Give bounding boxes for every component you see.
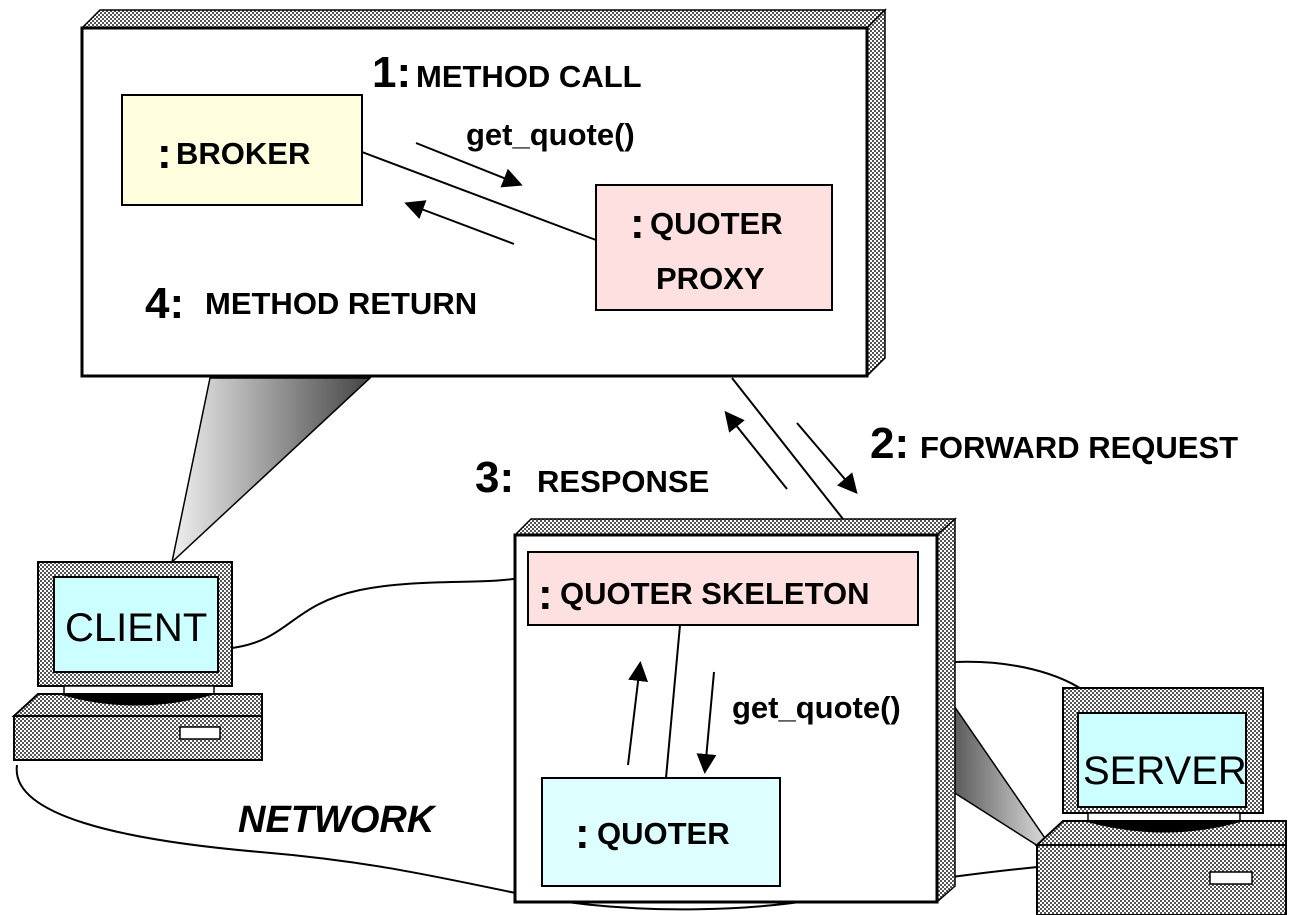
client-callout-cone — [170, 377, 372, 565]
proxy-label-line1: QUOTER — [650, 206, 783, 241]
broker-box — [121, 94, 363, 206]
quoter-box — [541, 777, 781, 887]
method-call-text: METHOD CALL — [416, 59, 642, 94]
proxy-colon: : — [630, 199, 645, 248]
quoter-colon: : — [575, 809, 590, 858]
method-return-num: 4: — [145, 279, 184, 328]
skeleton-colon: : — [538, 570, 553, 619]
window-link — [731, 377, 844, 520]
response-arrow — [724, 410, 788, 490]
method-call-num: 1: — [372, 48, 411, 97]
quoter-skeleton-box — [527, 551, 919, 626]
network-label: NETWORK — [238, 799, 437, 841]
get-quote-call-top: get_quote() — [466, 117, 635, 152]
server-callout-cone — [949, 697, 1061, 861]
response-num: 3: — [475, 453, 514, 502]
client-computer — [11, 561, 263, 761]
forward-request-num: 2: — [870, 419, 909, 468]
response-text: RESPONSE — [537, 464, 709, 499]
quoter-proxy-box — [595, 184, 833, 311]
down-arrow — [696, 671, 717, 774]
client-label: CLIENT — [65, 606, 207, 650]
skeleton-quoter-link — [665, 624, 681, 779]
broker-proxy-link — [361, 151, 597, 241]
forward-request-arrow — [796, 422, 858, 495]
method-return-text: METHOD RETURN — [205, 286, 477, 321]
proxy-label-line2: PROXY — [656, 261, 765, 296]
server-label: SERVER — [1083, 749, 1247, 793]
method-return-arrow — [404, 200, 515, 245]
broker-colon: : — [157, 129, 172, 178]
forward-request-text: FORWARD REQUEST — [920, 430, 1238, 465]
up-arrow — [627, 661, 649, 766]
method-call-arrow — [415, 142, 523, 188]
broker-label: BROKER — [176, 136, 310, 171]
quoter-label: QUOTER — [597, 816, 730, 851]
server-computer — [1034, 687, 1287, 915]
get-quote-call-bottom: get_quote() — [732, 690, 901, 725]
skeleton-label: QUOTER SKELETON — [560, 576, 869, 611]
